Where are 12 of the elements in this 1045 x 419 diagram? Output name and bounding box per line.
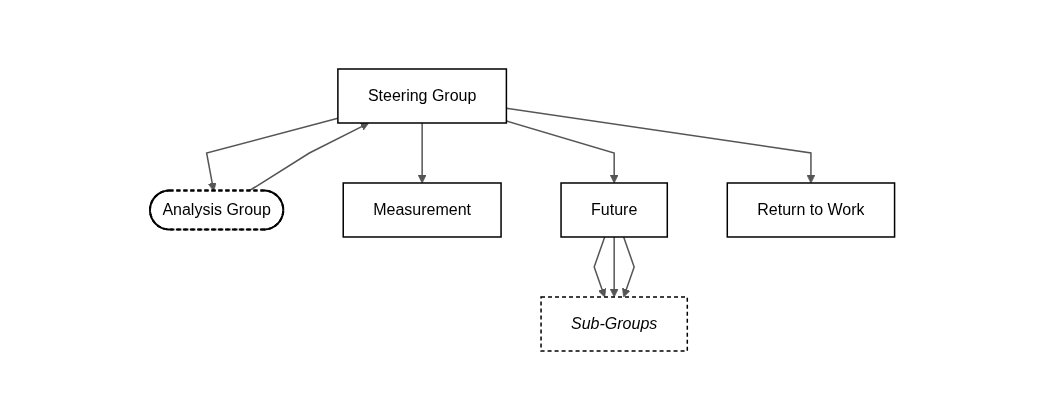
node-box: Steering Group — [337, 67, 508, 124]
arrow — [505, 119, 619, 183]
arrow — [610, 235, 619, 297]
arrow — [505, 107, 816, 183]
node-box: Measurement — [342, 181, 502, 238]
arrow — [417, 121, 427, 183]
arrow — [622, 235, 636, 297]
arrow — [593, 235, 607, 297]
node-box: Return to Work — [726, 181, 896, 238]
node-box: Future — [560, 181, 669, 238]
arrow — [205, 117, 339, 191]
node-box: Sub-Groups — [540, 295, 689, 352]
